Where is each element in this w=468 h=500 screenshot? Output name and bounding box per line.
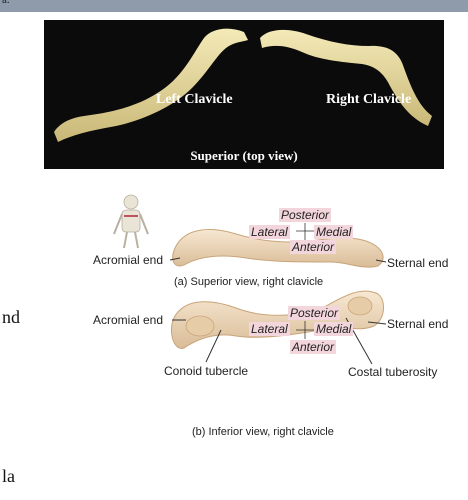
right-clavicle-bone [260, 29, 432, 126]
inferior-posterior-label: Posterior [288, 306, 341, 320]
orientation-cross-inferior [296, 321, 314, 339]
inferior-anterior-label: Anterior [290, 340, 337, 354]
superior-sternal-end-label: Sternal end [387, 256, 449, 270]
inferior-view-caption: (b) Inferior view, right clavicle [192, 426, 334, 438]
superior-acromial-end-label: Acromial end [93, 253, 164, 267]
superior-anterior-label: Anterior [290, 240, 337, 254]
clavicle-photo-drawing [54, 28, 432, 142]
inferior-sternal-end-label: Sternal end [387, 317, 449, 331]
superior-view-caption: (a) Superior view, right clavicle [174, 276, 324, 288]
inferior-clavicle-bone [170, 290, 384, 349]
inferior-acromial-end-label: Acromial end [93, 313, 164, 327]
left-clavicle-bone [54, 28, 248, 142]
left-clavicle-label: Left Clavicle [156, 92, 233, 107]
costal-tuberosity-label: Costal tuberosity [348, 365, 438, 379]
superior-posterior-label: Posterior [279, 208, 332, 222]
inferior-medial-label: Medial [314, 322, 354, 336]
superior-medial-label: Medial [314, 225, 354, 239]
side-text-fragment-1: nd [2, 307, 20, 327]
superior-lateral-label: Lateral [249, 225, 290, 239]
conoid-tubercle-label: Conoid tubercle [164, 364, 249, 378]
top-bar: a. [0, 0, 468, 12]
clavicle-photo: Left Clavicle Right Clavicle Superior (t… [44, 20, 444, 169]
photo-caption: Superior (top view) [190, 148, 298, 163]
side-text-fragment-2: la [2, 466, 15, 486]
skeleton-icon [113, 194, 149, 249]
top-fragment-text: a. [2, 0, 10, 6]
orientation-cross-superior [296, 223, 314, 240]
inferior-lateral-label: Lateral [249, 322, 290, 336]
right-clavicle-label: Right Clavicle [326, 92, 412, 107]
